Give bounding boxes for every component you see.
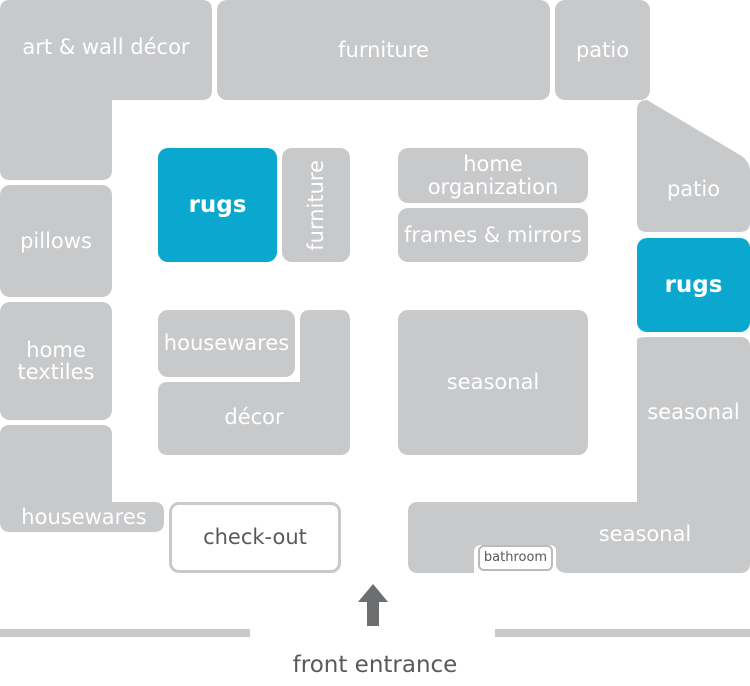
home-textiles-section[interactable]: home textiles xyxy=(0,302,112,420)
rugs-right-label: rugs xyxy=(664,271,723,298)
front-wall-left xyxy=(0,629,250,637)
patio-right-label: patio xyxy=(666,177,721,201)
frames-mirrors-section[interactable]: frames & mirrors xyxy=(398,208,588,262)
art-wall-decor-shape[interactable] xyxy=(0,0,212,180)
bathroom-section[interactable]: bathroom xyxy=(478,545,553,571)
housewares-center-section[interactable]: housewares xyxy=(158,310,295,377)
entrance-arrow-icon xyxy=(358,584,388,626)
patio-top-section[interactable]: patio xyxy=(555,0,650,100)
art-wall-decor-label: art & wall décor xyxy=(22,35,190,59)
patio-right-shape[interactable] xyxy=(637,100,750,232)
furniture-center-label: furniture xyxy=(303,159,328,251)
decor-shape[interactable] xyxy=(158,310,350,455)
rugs-center-section[interactable]: rugs xyxy=(158,148,277,262)
frames-mirrors-label: frames & mirrors xyxy=(403,222,583,247)
bathroom-label: bathroom xyxy=(483,550,548,566)
home-organization-section[interactable]: home organization xyxy=(398,148,588,203)
home-textiles-label: home textiles xyxy=(17,337,95,384)
decor-label: décor xyxy=(224,405,284,429)
housewares-center-label: housewares xyxy=(163,331,290,356)
rugs-center-label: rugs xyxy=(188,191,247,218)
seasonal-center-label: seasonal xyxy=(446,370,540,395)
furniture-top-label: furniture xyxy=(338,37,429,62)
furniture-center-section[interactable]: furniture xyxy=(282,148,350,262)
checkout-label: check-out xyxy=(203,525,307,550)
patio-top-label: patio xyxy=(575,37,630,62)
housewares-left-label: housewares xyxy=(21,505,147,529)
rugs-right-section[interactable]: rugs xyxy=(637,238,750,332)
front-entrance-label: front entrance xyxy=(292,652,458,678)
seasonal-center-section[interactable]: seasonal xyxy=(398,310,588,455)
housewares-left-shape[interactable] xyxy=(0,425,164,532)
seasonal-right-label: seasonal xyxy=(647,400,740,424)
checkout-section[interactable]: check-out xyxy=(169,502,341,573)
furniture-top-section[interactable]: furniture xyxy=(217,0,550,100)
front-wall-right xyxy=(495,629,750,637)
home-organization-label: home organization xyxy=(427,152,559,199)
seasonal-bottom-shape[interactable] xyxy=(408,337,750,573)
seasonal-bottom-label: seasonal xyxy=(598,522,692,546)
pillows-label: pillows xyxy=(20,228,92,253)
pillows-section[interactable]: pillows xyxy=(0,185,112,297)
